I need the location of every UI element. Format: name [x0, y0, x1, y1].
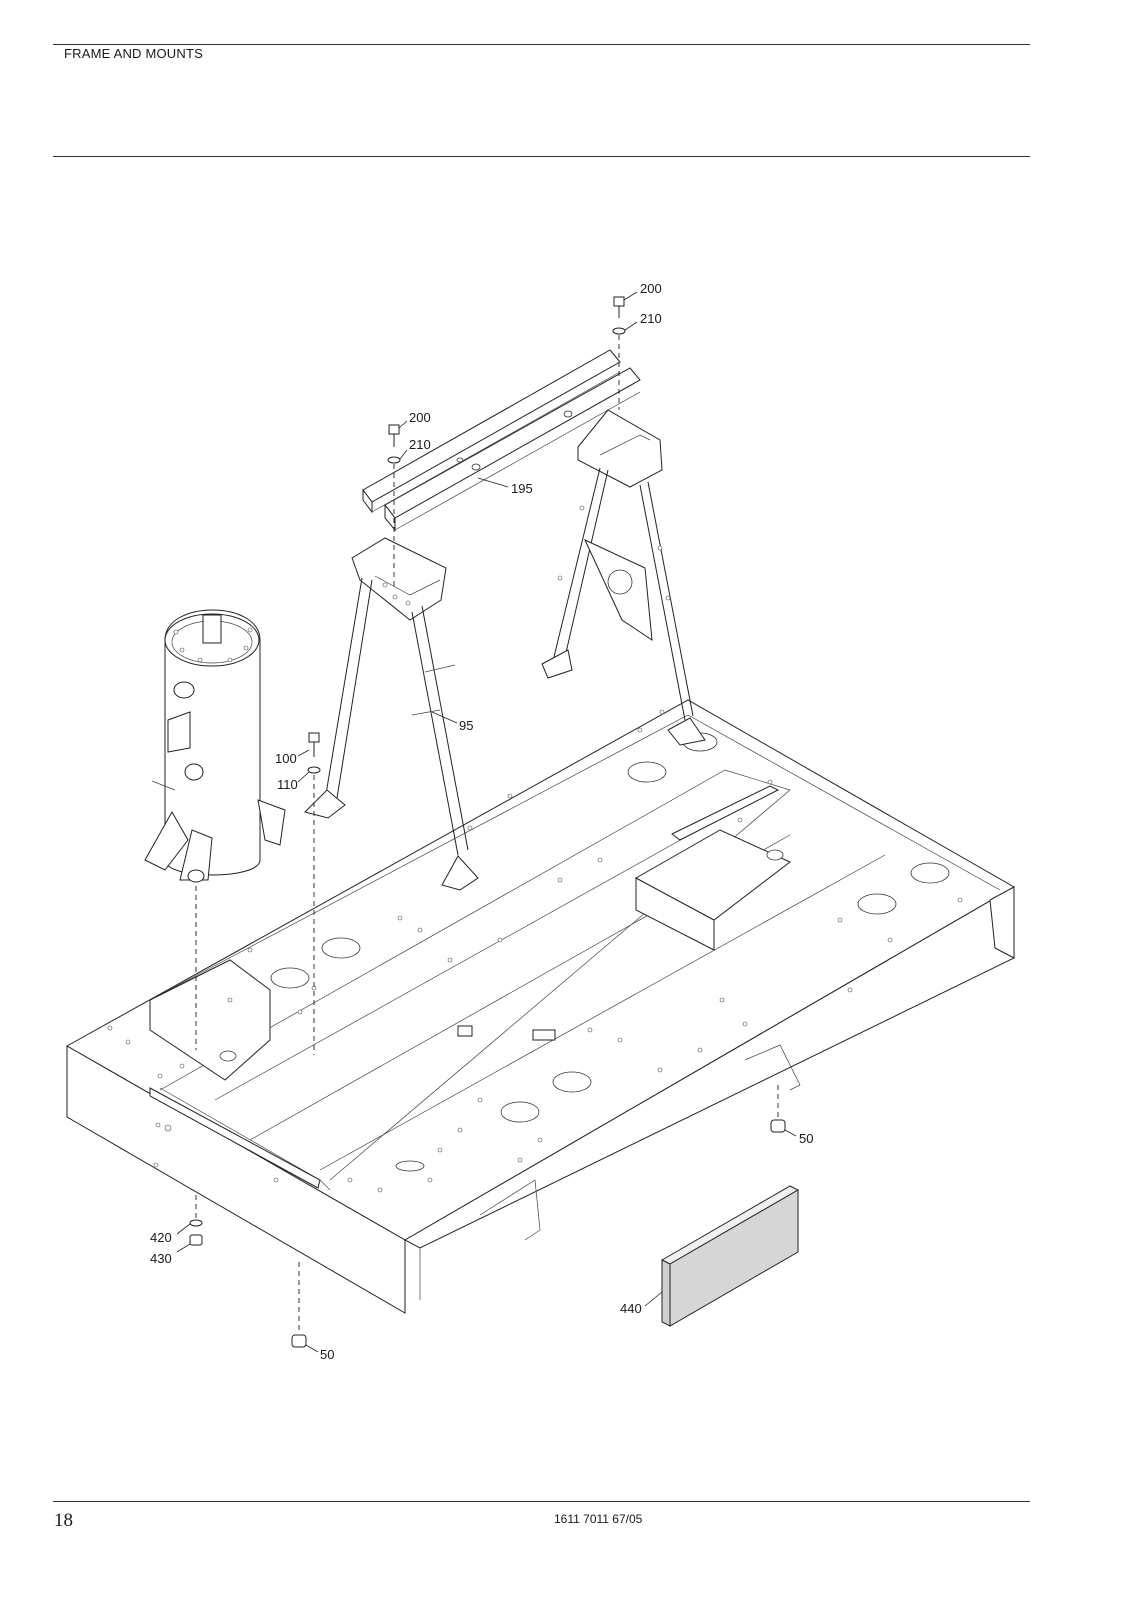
rubber-mount-icon [770, 1119, 786, 1133]
frame-holes [219, 732, 950, 1172]
fastener-set-vessel-foot [189, 886, 203, 1246]
callout-labels: 200 210 200 210 195 95 100 110 50 50 420… [150, 281, 813, 1362]
mount-foot-right [770, 1085, 786, 1133]
frame-hole [321, 937, 361, 959]
page-title: FRAME AND MOUNTS [64, 46, 203, 61]
bracket-part [457, 1025, 473, 1037]
frame-hole [627, 761, 667, 783]
mount-foot-left [291, 1262, 307, 1348]
base-frame [65, 699, 1016, 1314]
callout-50-right: 50 [799, 1131, 813, 1146]
callout-440: 440 [620, 1301, 642, 1316]
fastener-set-top-left [387, 424, 401, 590]
callout-100: 100 [275, 751, 297, 766]
callout-95: 95 [459, 718, 473, 733]
strip-part [671, 785, 780, 841]
callout-110: 110 [277, 777, 298, 792]
header-rule-top [53, 44, 1030, 45]
callout-195: 195 [511, 481, 533, 496]
angle-rail [149, 1087, 321, 1189]
callout-210-left: 210 [409, 437, 431, 452]
nut-icon [189, 1234, 203, 1246]
frame-hole [857, 893, 897, 915]
callout-leaders [176, 291, 797, 1353]
fastener-set-front-leg [307, 732, 321, 1055]
separator-vessel [144, 609, 286, 883]
bracket-part [532, 1029, 556, 1041]
bolt-icon [388, 424, 400, 435]
page-number: 18 [54, 1510, 73, 1531]
cross-beam-assembly [362, 349, 641, 532]
fastener-set-top-right [612, 296, 626, 410]
frame-slot [395, 1160, 425, 1172]
footer-rule [53, 1501, 1030, 1502]
rear-support-frame [541, 409, 706, 746]
bolt-icon [613, 296, 625, 307]
frame-hole [910, 862, 950, 884]
callout-420: 420 [150, 1230, 172, 1245]
plug-part [766, 849, 784, 861]
frame-hole [552, 1071, 592, 1093]
header-rule-bottom [53, 156, 1030, 157]
frame-hole [500, 1101, 540, 1123]
bolt-icon [308, 732, 320, 743]
cover-panel [660, 1185, 800, 1327]
washer-icon [307, 766, 321, 774]
callout-200-top: 200 [640, 281, 662, 296]
frame-bolt-holes [107, 709, 963, 1193]
washer-icon [387, 456, 401, 464]
callout-200-left: 200 [409, 410, 431, 425]
document-number: 1611 7011 67/05 [554, 1512, 643, 1526]
rubber-mount-icon [291, 1334, 307, 1348]
frame-small-parts [149, 785, 784, 1189]
washer-icon [612, 327, 626, 335]
front-support-frame [304, 537, 479, 891]
callout-430: 430 [150, 1251, 172, 1266]
frame-hole [219, 1050, 237, 1062]
washer-icon [189, 1219, 203, 1227]
frame-hole [270, 967, 310, 989]
callout-210-top: 210 [640, 311, 662, 326]
callout-50-left: 50 [320, 1347, 334, 1362]
